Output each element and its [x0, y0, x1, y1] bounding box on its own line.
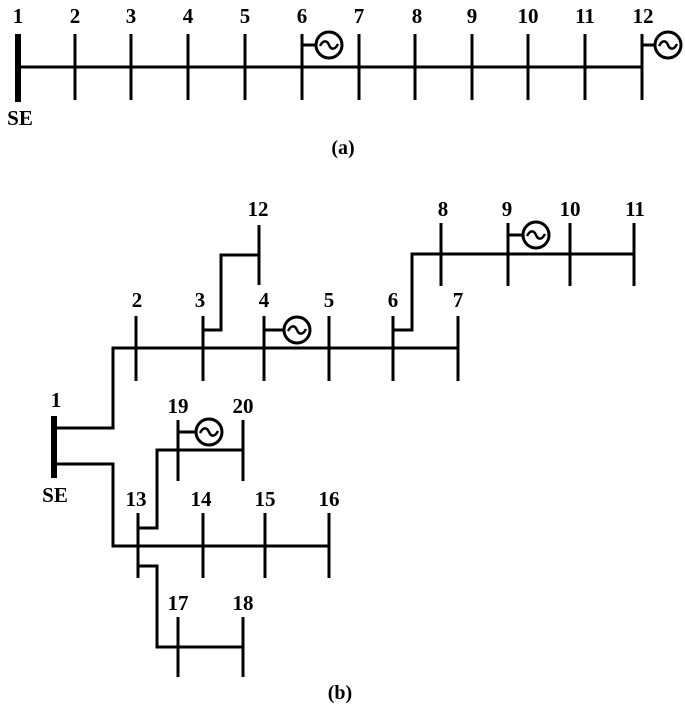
ac-generator-icon — [508, 220, 551, 250]
bus-label-b-17: 17 — [168, 591, 189, 615]
bus-label-a-1: 1 — [13, 4, 24, 28]
upper-feeder-line — [54, 346, 458, 430]
bus-label-b-11: 11 — [625, 197, 645, 221]
bus-label-a-4: 4 — [183, 4, 194, 28]
caption-b: (b) — [328, 682, 352, 704]
bus-label-b-13: 13 — [126, 487, 147, 511]
ac-generator-icon — [642, 30, 683, 60]
ac-generator-icon — [302, 30, 344, 60]
branch-line-13-18 — [138, 564, 243, 649]
bus-label-a-8: 8 — [412, 4, 423, 28]
bus-label-b-16: 16 — [319, 487, 340, 511]
source-label-b: SE — [42, 483, 68, 507]
bus-label-a-6: 6 — [297, 4, 308, 28]
bus-label-b-3: 3 — [195, 288, 206, 312]
ac-generator-icon — [178, 417, 224, 447]
diagram-a: 1 2 3 4 5 6 7 8 9 10 11 12 SE (a) — [7, 4, 683, 159]
bus-label-b-4: 4 — [259, 288, 270, 312]
branch-line-3-12 — [203, 253, 259, 332]
ac-generator-icon — [264, 315, 312, 345]
caption-a: (a) — [331, 137, 354, 159]
bus-label-b-18: 18 — [233, 591, 254, 615]
bus-label-b-6: 6 — [388, 288, 399, 312]
bus-label-a-10: 10 — [518, 4, 539, 28]
source-label-a: SE — [7, 106, 33, 130]
bus-label-b-14: 14 — [191, 487, 213, 511]
bus-label-a-3: 3 — [126, 4, 137, 28]
bus-label-a-7: 7 — [354, 4, 365, 28]
bus-label-b-9: 9 — [502, 197, 513, 221]
bus-label-b-7: 7 — [453, 288, 464, 312]
bus-label-b-20: 20 — [233, 394, 254, 418]
bus-label-b-12: 12 — [248, 197, 269, 221]
bus-label-b-19: 19 — [168, 394, 189, 418]
bus-label-b-5: 5 — [324, 288, 335, 312]
diagram-b: 1 2 3 4 5 6 7 8 9 10 11 12 13 14 15 16 1… — [42, 197, 645, 704]
bus-label-a-9: 9 — [467, 4, 478, 28]
bus-label-a-12: 12 — [633, 4, 654, 28]
branch-line-13-20 — [138, 448, 243, 530]
bus-label-a-2: 2 — [70, 4, 81, 28]
bus-label-b-10: 10 — [560, 197, 581, 221]
bus-label-b-15: 15 — [255, 487, 276, 511]
bus-label-a-11: 11 — [575, 4, 595, 28]
bus-label-b-1: 1 — [51, 388, 62, 412]
bus-label-b-8: 8 — [438, 197, 449, 221]
bus-label-b-2: 2 — [132, 288, 143, 312]
lower-feeder-line — [54, 462, 329, 548]
branch-line-6-11 — [393, 252, 634, 332]
bus-label-a-5: 5 — [240, 4, 251, 28]
